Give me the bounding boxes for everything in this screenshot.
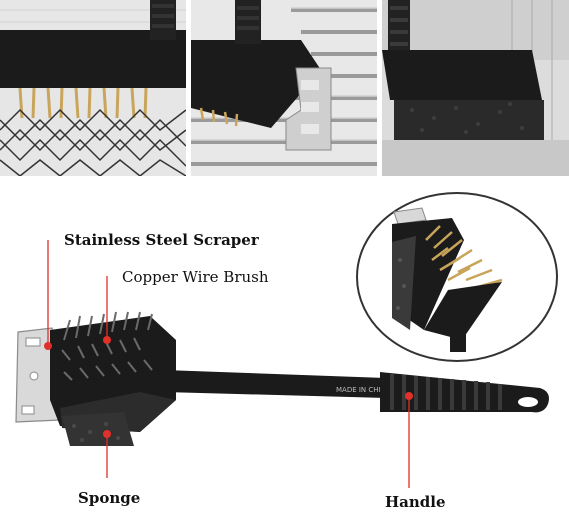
photo-panel-sponge-on-grill — [382, 0, 569, 176]
label-sponge: Sponge — [78, 489, 141, 507]
dot-handle — [405, 392, 413, 400]
dot-sponge — [103, 430, 111, 438]
label-handle: Handle — [385, 493, 446, 511]
handle-imprint: MADE IN CHINA — [336, 386, 391, 394]
dot-scraper — [44, 342, 52, 350]
photo-panel-brush-on-grill — [0, 0, 186, 176]
inset-closeup — [352, 190, 562, 365]
dot-brush — [103, 336, 111, 344]
label-stainless-steel-scraper: Stainless Steel Scraper — [64, 231, 259, 249]
grill-brush-illustration: MADE IN CHINA — [15, 240, 549, 488]
label-copper-wire-brush: Copper Wire Brush — [122, 268, 269, 286]
photo-panel-scraper-on-grate — [191, 0, 377, 176]
